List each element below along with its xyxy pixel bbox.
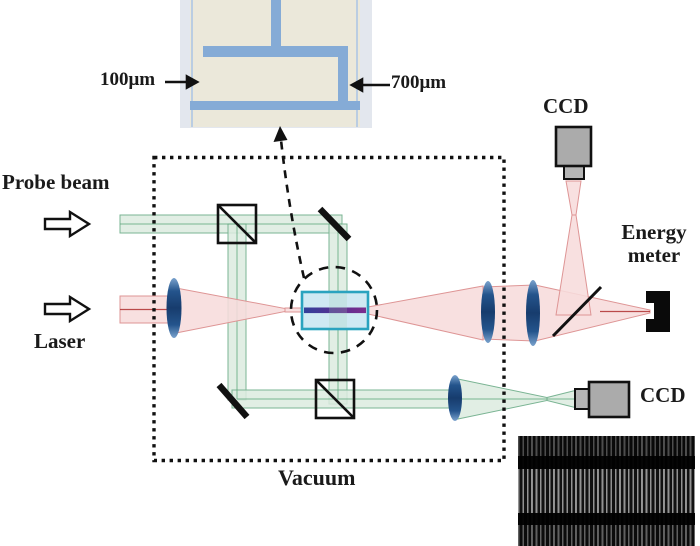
inset-channel-right-vertical (338, 46, 348, 110)
target-zoom-circle (289, 265, 379, 355)
devices (554, 125, 670, 419)
laser-beam-reflected-upper (565, 180, 582, 216)
inset-pointer-dashed-arrow (279, 139, 306, 279)
energy-meter-label-line2: meter (627, 243, 681, 268)
laser-arrow-icon (43, 294, 92, 324)
dimension-700um-label: 700μm (391, 72, 447, 93)
laser-beam-to-meter (534, 284, 651, 342)
inset-left-edge-line (191, 0, 193, 127)
laser-beam-waist-entry (284, 307, 304, 313)
gas-cell-target (300, 290, 370, 331)
arrows (43, 74, 390, 324)
ccd-top-label: CCD (543, 94, 589, 118)
inset-fill-channel-vertical (271, 0, 281, 52)
ccd-bottom-label: CCD (640, 383, 686, 407)
vacuum-chamber-outline (152, 155, 506, 463)
probe-imaging-lens-icon (448, 375, 462, 421)
beam-splitter-2-icon (314, 378, 356, 420)
inset-right-edge-line (356, 0, 358, 127)
focusing-lens-icon (166, 278, 182, 338)
pickoff-beam-splitter-icon (551, 285, 603, 338)
dim-arrow-right-icon (349, 77, 364, 93)
probe-beam-label: Probe beam (2, 170, 110, 194)
interferogram-image (518, 436, 695, 546)
ccd-camera-top-icon (554, 125, 593, 168)
ccd-camera-bottom-icon (587, 380, 631, 419)
energy-meter-icon (646, 291, 670, 332)
mirror-top-icon (317, 206, 352, 242)
laser-beam-diverging (367, 285, 484, 341)
probe-beam-through-cell (329, 293, 347, 328)
energy-meter-label-line1: Energy (621, 220, 687, 244)
plasma-channel-stripe (304, 307, 366, 314)
inset-pointer-arrowhead-icon (273, 126, 288, 142)
dimension-100um-label: 100μm (100, 69, 156, 90)
collection-lens-icon (481, 281, 495, 343)
optics-outlines (216, 203, 603, 420)
inset-channel-horizontal (203, 46, 348, 57)
beam-splitter-1-icon (216, 203, 258, 245)
target-cell-inset-image (180, 0, 372, 128)
lenses (166, 278, 540, 421)
probe-beam-arrow-icon (43, 209, 92, 239)
vacuum-label: Vacuum (278, 465, 356, 490)
laser-label: Laser (34, 329, 86, 353)
mirror-bottom-icon (216, 382, 250, 420)
inset-channel-bottom (190, 101, 360, 110)
laser-beam-reflected-lower (555, 214, 592, 316)
ccd-top-lens-mount (563, 165, 585, 180)
relay-lens-icon (526, 280, 540, 346)
dim-arrow-left-icon (185, 74, 200, 90)
